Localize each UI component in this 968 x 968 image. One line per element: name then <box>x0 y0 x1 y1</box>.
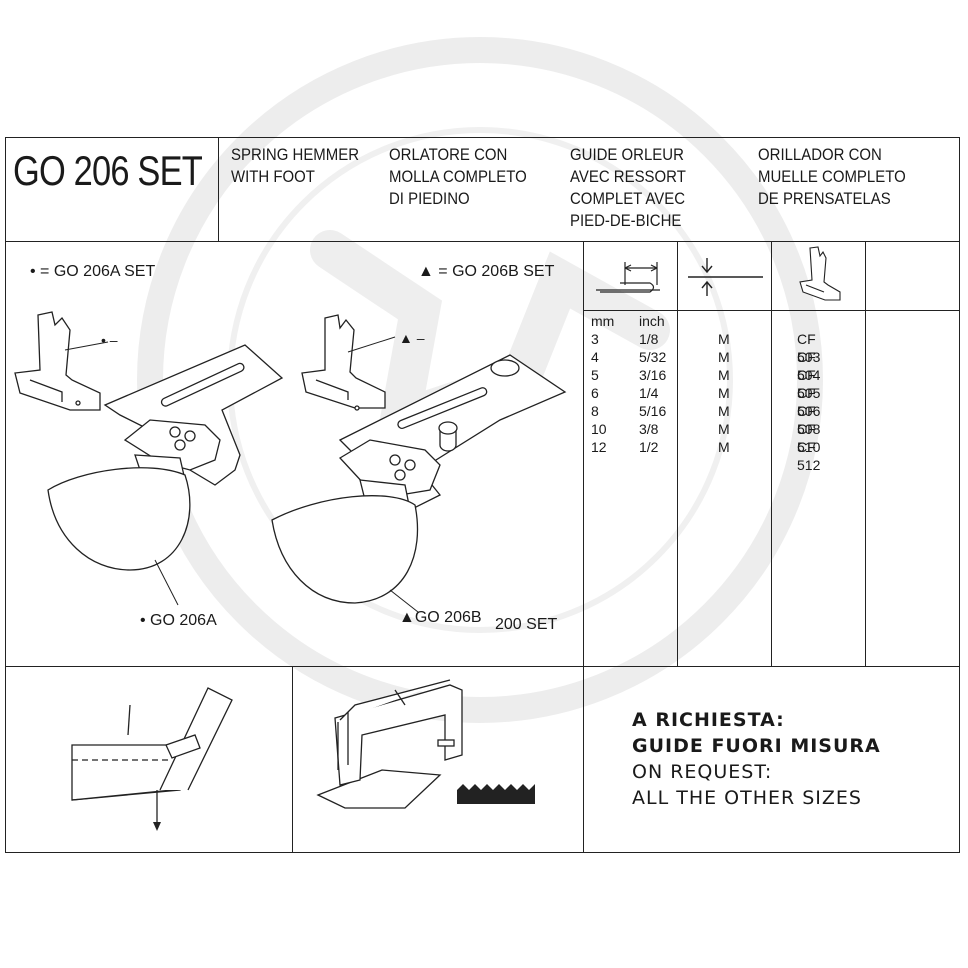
request-it-line2: GUIDE FUORI MISURA <box>632 735 881 757</box>
cell-code: CF 503 <box>797 331 821 365</box>
desc-line: DE PRENSATELAS <box>758 189 891 208</box>
cell-inch: 3/16 <box>639 367 667 383</box>
cell-code: CF 504 <box>797 349 821 383</box>
table-left-divider <box>583 241 584 853</box>
desc-line: MOLLA COMPLETO <box>389 167 527 186</box>
desc-line: WITH FOOT <box>231 167 315 186</box>
part-go206a-label: • GO 206A <box>140 612 217 629</box>
title-divider <box>218 137 219 242</box>
desc-line: MUELLE COMPLETO <box>758 167 906 186</box>
request-en-line1: ON REQUEST: <box>632 761 773 783</box>
cell-mm: 8 <box>591 403 599 419</box>
cell-type: M <box>718 403 730 419</box>
desc-french: GUIDE ORLEUR AVEC RESSORT COMPLET AVEC P… <box>570 144 686 232</box>
desc-line: ORLATORE CON <box>389 145 508 164</box>
table-col-divider-1 <box>677 241 678 667</box>
cell-mm: 5 <box>591 367 599 383</box>
header-divider <box>5 241 960 242</box>
cell-type: M <box>718 421 730 437</box>
marker-b-label: ▲ – <box>399 330 425 346</box>
cell-inch: 1/2 <box>639 439 659 455</box>
frame-right <box>959 137 960 853</box>
table-header-divider <box>583 310 960 311</box>
cell-mm: 6 <box>591 385 599 401</box>
marker-a-label: • – <box>101 332 118 348</box>
overlap-label: 200 SET <box>495 616 558 633</box>
cell-type: M <box>718 385 730 401</box>
cell-code: CF 512 <box>797 439 821 473</box>
cell-type: M <box>718 367 730 383</box>
cell-mm: 10 <box>591 421 607 437</box>
cell-inch: 5/32 <box>639 349 667 365</box>
product-title: GO 206 SET <box>13 147 203 194</box>
cell-code: CF 508 <box>797 403 821 437</box>
desc-line: SPRING HEMMER <box>231 145 360 164</box>
cell-code: CF 506 <box>797 385 821 419</box>
table-col-divider-2 <box>771 241 772 667</box>
cell-inch: 3/8 <box>639 421 659 437</box>
cell-code: CF 510 <box>797 421 821 455</box>
bottom-divider <box>292 666 293 853</box>
legend-go206b: ▲ = GO 206B SET <box>418 263 555 280</box>
cell-mm: 3 <box>591 331 599 347</box>
cell-mm: 12 <box>591 439 607 455</box>
cell-inch: 1/4 <box>639 385 659 401</box>
request-it-line1: A RICHIESTA: <box>632 709 785 731</box>
request-en-line2: ALL THE OTHER SIZES <box>632 787 862 809</box>
desc-english: SPRING HEMMER WITH FOOT <box>231 144 359 188</box>
middle-divider <box>5 666 960 667</box>
cell-inch: 5/16 <box>639 403 667 419</box>
request-text: A RICHIESTA: GUIDE FUORI MISURA ON REQUE… <box>632 707 881 811</box>
table-col-divider-3 <box>865 241 866 667</box>
desc-italian: ORLATORE CON MOLLA COMPLETO DI PIEDINO <box>389 144 527 210</box>
desc-spanish: ORILLADOR CON MUELLE COMPLETO DE PRENSAT… <box>758 144 906 210</box>
cell-code: CF 505 <box>797 367 821 401</box>
desc-line: AVEC RESSORT <box>570 167 686 186</box>
frame-bottom <box>5 852 960 853</box>
cell-type: M <box>718 331 730 347</box>
part-go206b-label: ▲GO 206B <box>399 609 482 626</box>
cell-inch: 1/8 <box>639 331 659 347</box>
legend-go206a: • = GO 206A SET <box>30 263 156 280</box>
cell-type: M <box>718 439 730 455</box>
col-header-inch: inch <box>639 313 665 329</box>
desc-line: DI PIEDINO <box>389 189 470 208</box>
desc-line: GUIDE ORLEUR <box>570 145 684 164</box>
desc-line: COMPLET AVEC <box>570 189 686 208</box>
frame-top <box>5 137 960 138</box>
desc-line: ORILLADOR CON <box>758 145 882 164</box>
cell-type: M <box>718 349 730 365</box>
desc-line: PIED-DE-BICHE <box>570 211 682 230</box>
frame-left <box>5 137 6 853</box>
col-header-mm: mm <box>591 313 615 329</box>
cell-mm: 4 <box>591 349 599 365</box>
